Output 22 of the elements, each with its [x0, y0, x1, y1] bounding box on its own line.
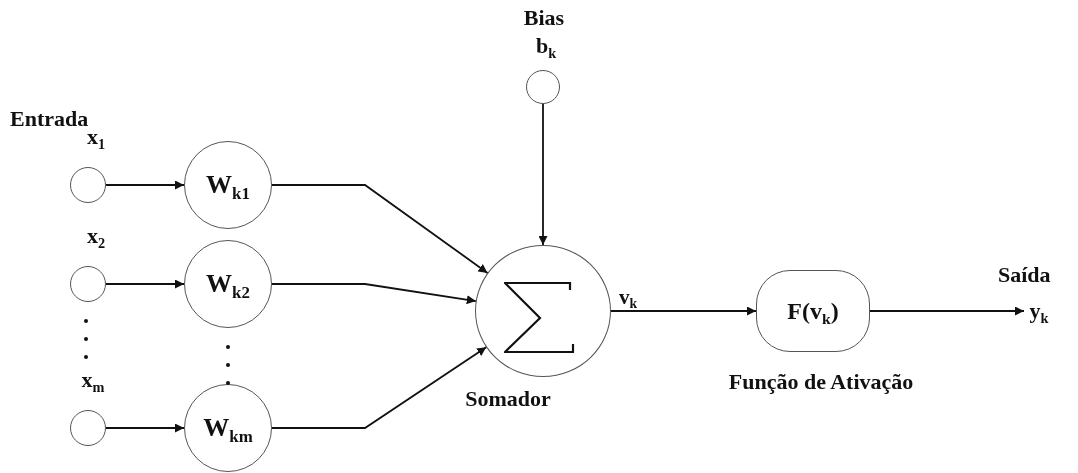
arrow: [271, 184, 489, 274]
arrow: [538, 103, 548, 246]
node-caption: x$_{2}$: [86, 223, 106, 249]
output-label: y$_{k}$: [1024, 297, 1054, 325]
arrow: [105, 279, 185, 289]
arrow: [105, 180, 185, 190]
node-caption: Somador: [465, 386, 551, 412]
node-label: W$_{k1}$: [206, 170, 250, 200]
node-label: W$_{km}$: [203, 413, 253, 443]
arrow: [869, 306, 1025, 316]
node-caption: Função de Ativação: [728, 369, 914, 395]
node-caption: x$_{m}$: [81, 367, 105, 393]
arrow: [610, 306, 757, 316]
text-label: Saída: [998, 262, 1051, 288]
arrow: [271, 283, 477, 305]
text-label: Entrada: [10, 106, 89, 132]
node-label: F(v$_{k}$): [787, 297, 839, 325]
node-label: W$_{k2}$: [206, 269, 250, 299]
node-caption: b$_{k}$: [535, 33, 557, 59]
node-caption: Bias: [523, 5, 565, 31]
arrow: [271, 346, 488, 429]
arrow: [105, 423, 185, 433]
